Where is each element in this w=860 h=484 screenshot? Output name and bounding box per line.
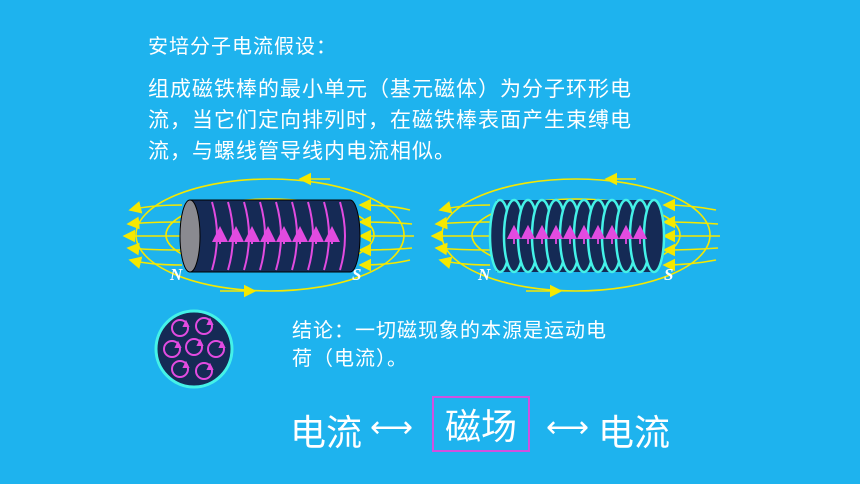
- north-pole-label: N: [169, 265, 183, 284]
- surface-currents: [211, 201, 346, 271]
- double-arrow-icon: ⟷: [546, 410, 590, 445]
- double-arrow-icon: ⟷: [370, 410, 414, 445]
- conclusion-line: 荷（电流）。: [292, 346, 408, 370]
- description-line: 组成磁铁棒的最小单元（基元磁体）为分子环形电: [148, 77, 632, 101]
- magnetic-field-label: 磁场: [444, 407, 517, 448]
- south-pole-label: S: [352, 265, 361, 284]
- heading: 安培分子电流假设：: [148, 34, 337, 58]
- solenoid-coils: [488, 198, 666, 274]
- field-lines: [122, 172, 414, 298]
- conclusion-line: 结论：一切磁现象的本源是运动电: [292, 318, 607, 342]
- description-line: 流，当它们定向排列时，在磁铁棒表面产生束缚电: [148, 108, 632, 132]
- south-pole-label: S: [664, 265, 673, 284]
- solenoid-diagram: N S: [430, 172, 720, 298]
- current-label-right: 电流: [598, 413, 671, 454]
- description-line: 流，与螺线管导线内电流相似。: [148, 139, 456, 163]
- bar-end-face: [179, 199, 201, 273]
- north-pole-label: N: [477, 265, 491, 284]
- current-label-left: 电流: [290, 413, 363, 454]
- conclusion: 结论：一切磁现象的本源是运动电 荷（电流）。: [292, 316, 607, 372]
- magnetic-field-box: 磁场: [432, 396, 530, 452]
- bar-magnet-diagram: N S: [122, 172, 414, 298]
- bar-body: [189, 199, 361, 273]
- molecular-currents-circle: [154, 309, 234, 389]
- description-paragraph: 组成磁铁棒的最小单元（基元磁体）为分子环形电 流，当它们定向排列时，在磁铁棒表面…: [148, 74, 632, 167]
